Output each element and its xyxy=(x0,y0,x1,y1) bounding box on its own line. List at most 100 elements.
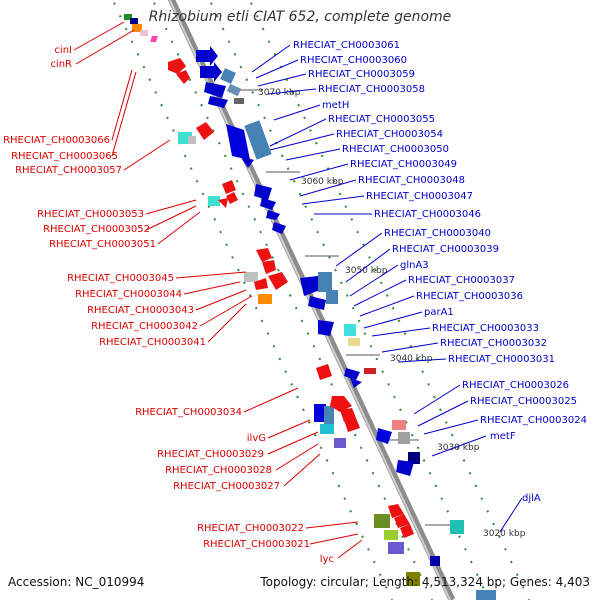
gene-box xyxy=(130,18,138,24)
gene-arrow xyxy=(204,82,226,98)
gene-label: RHECIAT_CH0003021 xyxy=(203,539,310,550)
gene-box xyxy=(140,30,148,36)
gene-arrow xyxy=(176,70,190,84)
gene-box xyxy=(244,120,272,160)
gene-arrow xyxy=(272,222,286,234)
gene-label: RHECIAT_CH0003048 xyxy=(358,175,465,186)
gene-arrow xyxy=(222,180,236,194)
gene-box xyxy=(364,368,376,374)
gene-box xyxy=(348,338,360,346)
gene-label: RHECIAT_CH0003059 xyxy=(308,69,415,80)
gene-box xyxy=(318,272,332,292)
gene-arrow xyxy=(318,320,334,336)
gene-label: RHECIAT_CH0003061 xyxy=(293,40,400,51)
reverse-strand-genes xyxy=(124,14,420,586)
left-gene-labels: cinI cinR RHECIAT_CH0003066 RHECIAT_CH00… xyxy=(3,45,334,565)
gene-arrow xyxy=(150,36,158,42)
gene-label: RHECIAT_CH0003024 xyxy=(480,415,587,426)
gene-label: glnA3 xyxy=(400,260,429,271)
gene-arrow xyxy=(376,428,392,444)
gene-box xyxy=(314,404,326,422)
gene-box xyxy=(326,290,338,304)
gene-box xyxy=(344,324,356,336)
gene-label: RHECIAT_CH0003041 xyxy=(99,337,206,348)
gene-label: cinR xyxy=(50,59,72,70)
gene-label: RHECIAT_CH0003027 xyxy=(173,481,280,492)
gene-box xyxy=(384,530,398,540)
gene-label: RHECIAT_CH0003060 xyxy=(300,55,407,66)
gene-label: RHECIAT_CH0003044 xyxy=(75,289,182,300)
gene-arrow xyxy=(388,504,404,518)
gene-label: RHECIAT_CH0003043 xyxy=(87,305,194,316)
gene-box xyxy=(124,14,132,20)
gene-arrow xyxy=(400,524,414,538)
gene-arrow xyxy=(208,96,228,108)
right-callouts xyxy=(251,44,523,533)
gene-arrow xyxy=(218,198,228,208)
gene-arrow xyxy=(268,272,288,290)
gene-label: RHECIAT_CH0003042 xyxy=(91,321,198,332)
gene-label: parA1 xyxy=(424,307,454,318)
kbp-label: 3020 kbp xyxy=(483,529,526,539)
map-title: Rhizobium etli CIAT 652, complete genome xyxy=(148,9,452,25)
gene-arrow xyxy=(344,368,360,380)
right-gene-labels: RHECIAT_CH0003061 RHECIAT_CH0003060 RHEC… xyxy=(293,40,587,504)
gene-box xyxy=(320,424,334,434)
kbp-label: 3040 kbp xyxy=(390,354,433,364)
gene-box xyxy=(374,514,390,528)
gene-box xyxy=(188,136,196,144)
forward-strand-genes xyxy=(196,46,496,600)
gene-arrow xyxy=(168,58,186,74)
kbp-label: 3050 kbp xyxy=(345,266,388,276)
gene-arrow xyxy=(200,62,222,82)
gene-label: RHECIAT_CH0003058 xyxy=(318,84,425,95)
gene-label: RHECIAT_CH0003052 xyxy=(43,224,150,235)
gene-box xyxy=(244,272,258,282)
gene-label: lyc xyxy=(320,554,334,565)
accession-text: Accession: NC_010994 xyxy=(8,575,145,589)
gene-label: metH xyxy=(322,100,349,111)
gene-arrow xyxy=(344,418,360,432)
gene-box xyxy=(388,542,404,554)
gene-label: RHECIAT_CH0003053 xyxy=(37,209,144,220)
gene-label: RHECIAT_CH0003045 xyxy=(67,273,174,284)
left-callouts xyxy=(73,21,363,559)
kbp-label: 3030 kbp xyxy=(437,443,480,453)
gene-arrow xyxy=(196,122,214,140)
gene-label: RHECIAT_CH0003057 xyxy=(15,165,122,176)
gene-label: RHECIAT_CH0003040 xyxy=(384,228,491,239)
gene-label: RHECIAT_CH0003049 xyxy=(350,159,457,170)
gene-box xyxy=(234,98,244,104)
gene-arrow xyxy=(226,124,250,160)
gene-label: djlA xyxy=(522,493,541,504)
gene-box xyxy=(208,196,220,206)
gene-label: ilvG xyxy=(247,433,266,444)
gene-arrow xyxy=(396,460,414,476)
gene-box xyxy=(226,83,242,97)
gene-label: RHECIAT_CH0003050 xyxy=(342,144,449,155)
gene-arrow xyxy=(300,276,320,296)
gene-label: RHECIAT_CH0003039 xyxy=(392,244,499,255)
gene-label: RHECIAT_CH0003036 xyxy=(416,291,523,302)
gene-box xyxy=(450,520,464,534)
kbp-label: 3060 kbp xyxy=(301,177,344,187)
gene-label: RHECIAT_CH0003025 xyxy=(470,396,577,407)
gene-arrow xyxy=(394,514,410,528)
genome-summary-text: Topology: circular; Length: 4,513,324 bp… xyxy=(260,575,590,589)
gene-label: RHECIAT_CH0003037 xyxy=(408,275,515,286)
gene-label: RHECIAT_CH0003065 xyxy=(11,151,118,162)
gene-arrow xyxy=(330,396,352,412)
gene-box xyxy=(408,452,420,464)
gene-arrow xyxy=(350,378,362,388)
gene-arrow xyxy=(196,46,218,66)
gene-label: RHECIAT_CH0003046 xyxy=(374,209,481,220)
gene-box xyxy=(132,24,142,32)
gene-box xyxy=(430,556,440,566)
gene-arrow xyxy=(226,192,238,204)
gene-box xyxy=(220,68,236,84)
gene-arrow xyxy=(340,408,356,422)
gene-arrow xyxy=(316,364,332,380)
gene-label: RHECIAT_CH0003031 xyxy=(448,354,555,365)
